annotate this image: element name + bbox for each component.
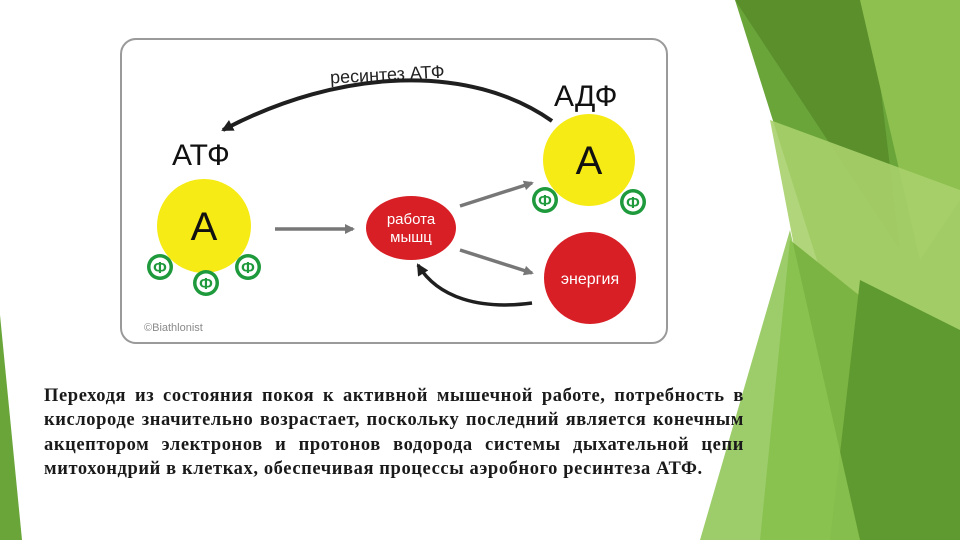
atp-phosphate-2: Ф xyxy=(193,270,219,296)
slide-paragraph: Переходя из состояния покоя к активной м… xyxy=(44,386,744,480)
phosphate-letter: Ф xyxy=(626,195,640,212)
phosphate-letter: Ф xyxy=(241,260,255,277)
copyright-label: ©Biathlonist xyxy=(144,322,203,334)
atp-adenosine-letter: А xyxy=(191,205,218,249)
adp-adenosine-circle xyxy=(543,114,635,206)
muscle-work-label-line2: мышц xyxy=(390,229,432,246)
adp-phosphate-1: Ф xyxy=(532,187,558,213)
work-to-energy-arrow xyxy=(459,248,534,276)
atp-label: АТФ xyxy=(172,139,230,172)
adp-phosphate-2: Ф xyxy=(620,189,646,215)
energy-label: энергия xyxy=(561,271,619,288)
atp-adenosine-circle xyxy=(157,179,251,273)
muscle-work-node xyxy=(366,196,456,260)
atp-phosphate-1: Ф xyxy=(147,254,173,280)
phosphate-letter: Ф xyxy=(153,260,167,277)
facet xyxy=(0,315,22,540)
phosphate-letter: Ф xyxy=(538,193,552,210)
resynthesis-arrow xyxy=(221,78,554,132)
facet xyxy=(830,280,960,540)
muscle-work-label-line1: работа xyxy=(387,211,436,228)
adp-adenosine-letter: А xyxy=(576,139,603,183)
resynthesis-label: ресинтез АТФ xyxy=(329,62,444,88)
adp-label: АДФ xyxy=(554,80,617,113)
atp-phosphate-3: Ф xyxy=(235,254,261,280)
atp-cycle-diagram: ресинтез АТФ АТФ А Ф Ф Ф работа мышц АДФ… xyxy=(144,62,646,334)
phosphate-letter: Ф xyxy=(199,276,213,293)
work-to-adp-arrow xyxy=(459,180,534,208)
facet xyxy=(700,230,860,540)
energy-to-work-arrow xyxy=(416,263,533,307)
energy-node xyxy=(544,232,636,324)
